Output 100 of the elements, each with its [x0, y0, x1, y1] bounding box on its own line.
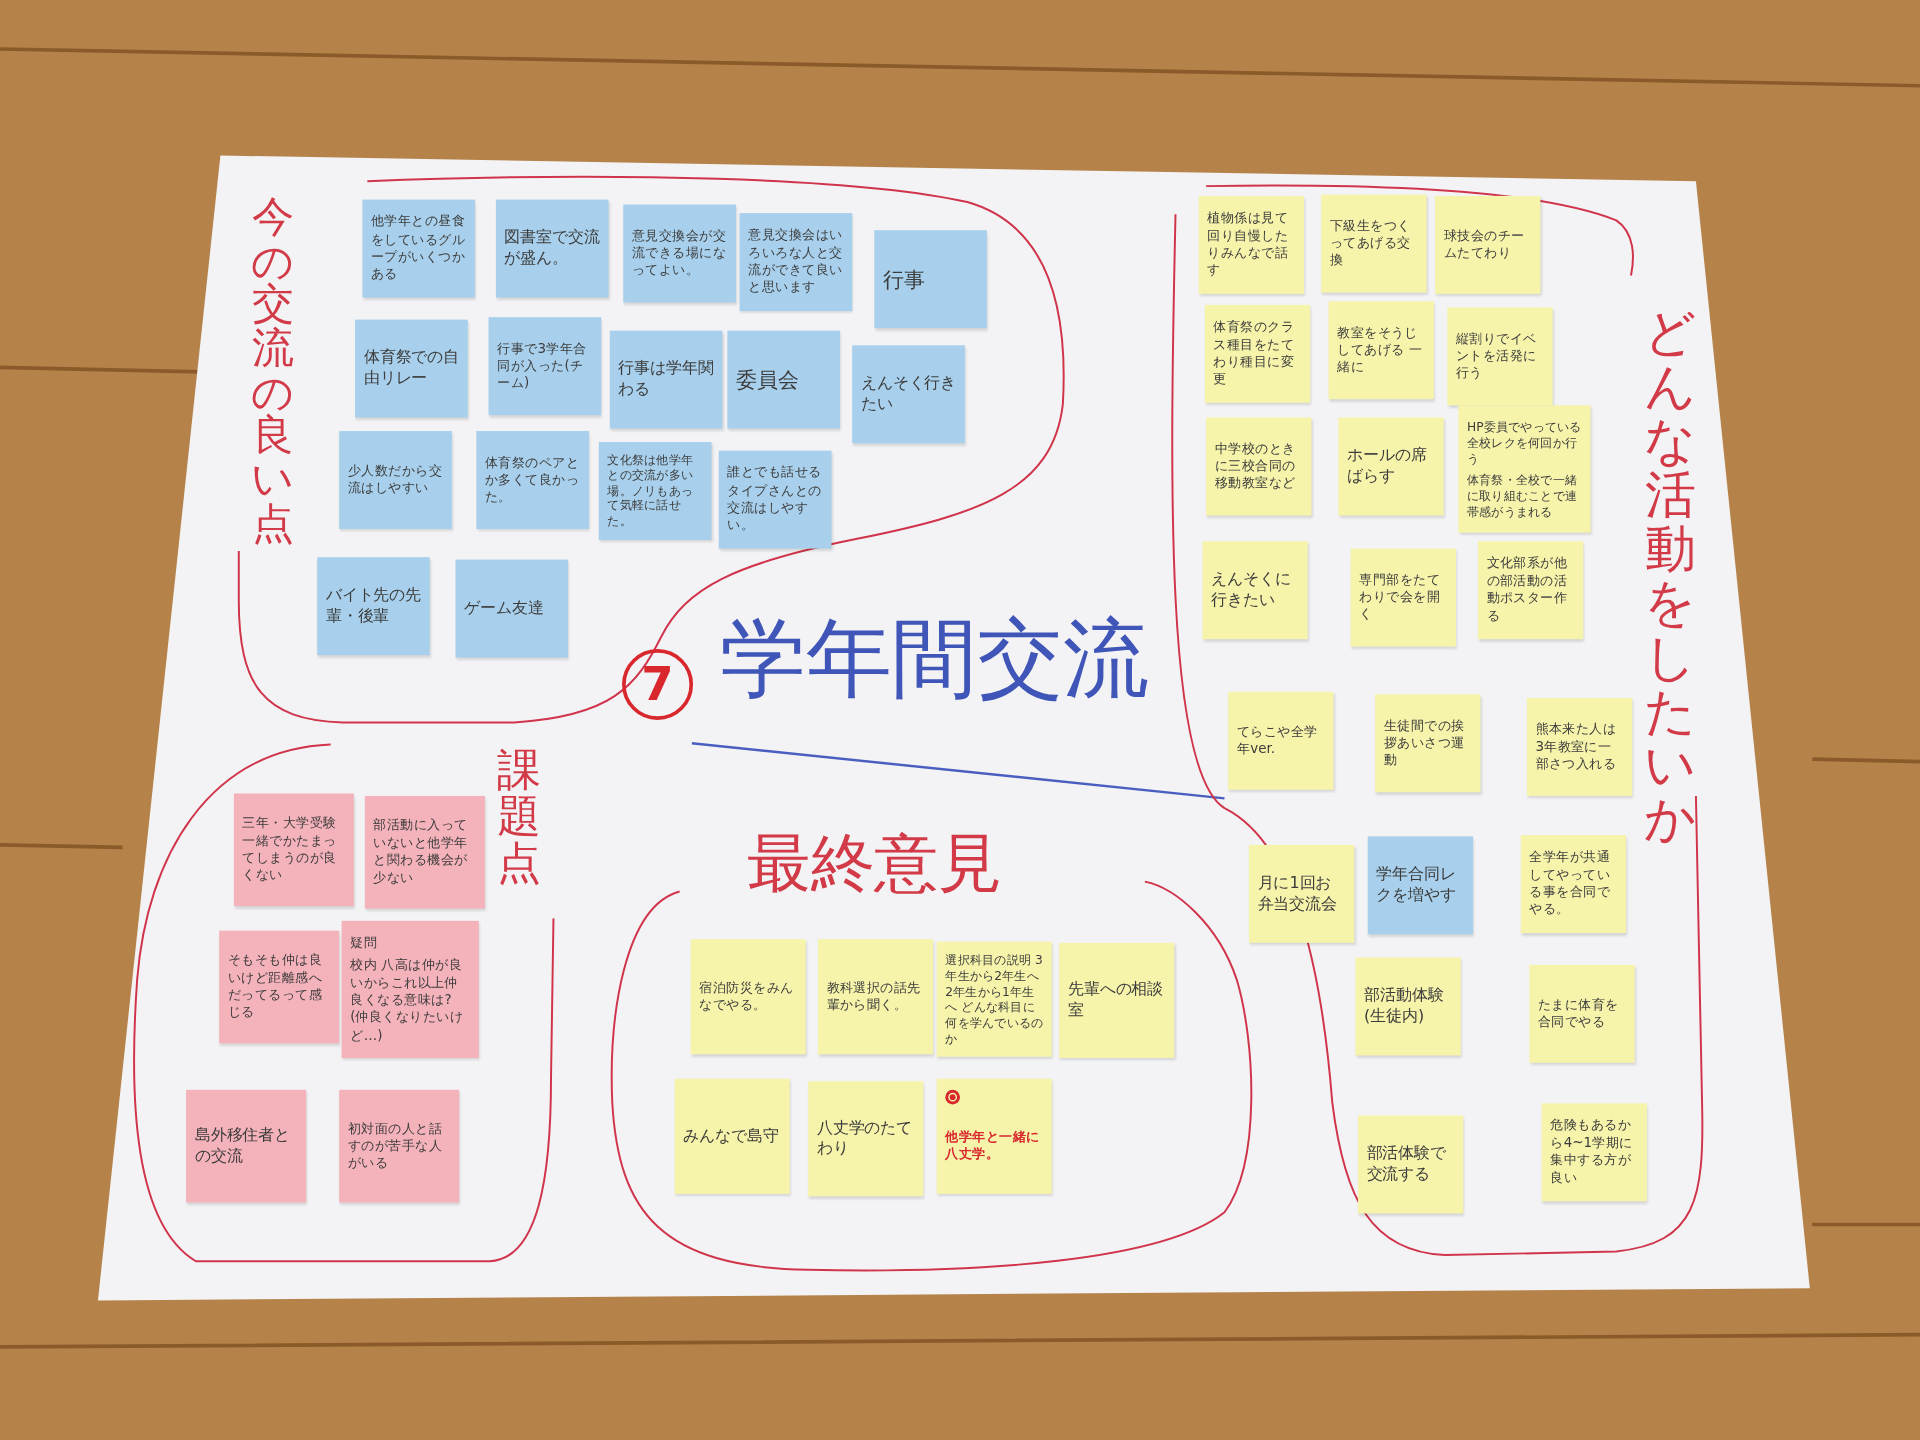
handwritten-text: 行事は学年関わる: [618, 358, 714, 400]
handwritten-text: 部活動体験(生徒内): [1364, 985, 1445, 1027]
sticky-note: [1447, 307, 1553, 406]
handwritten-text: 熊本来た人は3年教室に一部さつ入れる: [1535, 720, 1618, 774]
sticky-note: [355, 319, 468, 418]
handwritten-text: 部活動に入っていないと他学年と関わる機会が少ない: [373, 817, 469, 888]
handwritten-text: 誰とでも話せるタイプさんとの交流はしやすい。: [727, 464, 823, 535]
sticky-note: [1367, 836, 1474, 935]
handwritten-text: てらこや全学年ver.: [1236, 723, 1319, 759]
handwritten-text: 専門部をたてわりで会を開く: [1359, 571, 1441, 624]
sticky-note: [219, 930, 340, 1044]
handwritten-text: 図書室で交流が盛ん。: [504, 227, 600, 269]
sticky-note: [1204, 304, 1311, 403]
sticky-note: [1198, 195, 1305, 294]
handwritten-text: えんそく行きたい: [860, 373, 957, 415]
handwritten-text: 体育祭での自由リレー: [363, 347, 460, 389]
sticky-note: [1321, 194, 1427, 293]
handwritten-text: 危険もあるから4~1学期に集中する方が良い: [1550, 1117, 1634, 1188]
handwritten-text: バイト先の先輩・後輩: [325, 585, 422, 627]
sticky-note: [1526, 697, 1633, 796]
handwritten-text: HP委員でやっている全校レクを何回か行う: [1466, 419, 1583, 467]
sticky-note: [488, 317, 602, 416]
handwritten-text: 初対面の人と話すのが苦手な人がいる: [347, 1119, 444, 1173]
sticky-note: [936, 1078, 1052, 1194]
handwritten-text: 全学年が共通してやっている事を合同でやる。: [1529, 849, 1612, 920]
sticky-note: [1375, 694, 1481, 793]
handwritten-text: 意見交換会はいろいろな人と交流ができて良いと思います: [748, 227, 844, 298]
sticky-note: [674, 1078, 790, 1194]
circled-number: 7: [622, 649, 694, 720]
sticky-note: [1249, 844, 1355, 943]
handwritten-text: 八丈学のたてわり: [816, 1118, 914, 1160]
sticky-note: [1059, 942, 1175, 1058]
handwritten-text: 月に1回お弁当交流会: [1257, 873, 1339, 915]
handwritten-text: 先輩への相談室: [1067, 979, 1165, 1021]
handwritten-text: 選択科目の説明 3年生から2年生へ 2年生から1年生へ どんな科目に何を学んでいるのか: [945, 951, 1044, 1047]
handwritten-text: 体育祭・全校で一緒に取り組むことで連帯感がうまれる: [1466, 471, 1579, 520]
handwritten-text: 縦割りでイベントを活発に行う: [1455, 330, 1538, 383]
handwritten-text: ゲーム友達: [464, 598, 545, 619]
handwritten-text: ホールの席ばらす: [1346, 445, 1428, 487]
sticky-note: [739, 213, 853, 311]
sticky-note: [364, 795, 485, 909]
handwritten-text: 疑問: [350, 934, 379, 952]
handwritten-text: 意見交換会が交流できる場になってよい。: [631, 227, 728, 280]
sticky-note: [1338, 417, 1444, 516]
sticky-note: [1350, 548, 1456, 647]
sticky-note: [623, 204, 736, 303]
sticky-note: [1355, 957, 1461, 1056]
sticky-note: [1529, 964, 1635, 1063]
sticky-note: [1541, 1103, 1647, 1202]
sticky-note: [317, 557, 430, 656]
handwritten-text: えんそくに行きたい: [1211, 569, 1292, 611]
handwritten-text: 三年・大学受験一緒でかたまってしまうのが良くない: [242, 814, 338, 885]
sticky-note: [341, 920, 479, 1058]
handwritten-text: そもそも仲は良いけど距離感へだってるって感じる: [227, 951, 324, 1022]
sticky-note: [727, 330, 840, 429]
handwritten-text: 文化部系が他の部活動の活動ポスター作る: [1486, 555, 1569, 626]
sticky-note: [1328, 301, 1434, 400]
handwritten-text: 少人数だから交流はしやすい: [347, 462, 444, 498]
handwritten-text: 教室をそうじしてあげる 一緒に: [1337, 323, 1424, 377]
sticky-note: [362, 199, 476, 298]
sticky-note: [718, 450, 832, 549]
handwritten-text: 他学年との昼食をしているグループがいくつかある: [371, 213, 467, 284]
sticky-note: [936, 941, 1052, 1057]
sticky-note: [1357, 1115, 1464, 1214]
sticky-note: [874, 230, 987, 329]
handwritten-text: 学年合同レクを増やす: [1376, 864, 1457, 906]
handwritten-text: 教科選択の話先輩から聞く。: [826, 979, 922, 1015]
sticky-note: [1520, 835, 1627, 934]
handwritten-text: 生徒間での挨拶あいさつ運動: [1383, 717, 1466, 770]
sticky-note: [1206, 417, 1312, 516]
section-heading: どんな活動をしたいか: [1643, 306, 1698, 847]
sticky-note: [808, 1081, 924, 1197]
handwritten-text: 行事で3学年合同が入った(チーム): [497, 339, 588, 393]
sticky-note: [339, 431, 452, 529]
sticky-note: [1477, 541, 1584, 640]
sticky-note: [233, 793, 354, 907]
handwritten-text: 下級生をつくってあげる交換: [1329, 217, 1412, 270]
sticky-note: [455, 559, 569, 658]
sticky-note: [690, 939, 806, 1055]
handwritten-text: 島外移住者との交流: [194, 1125, 292, 1167]
sticky-note: [186, 1089, 307, 1203]
handwritten-text: 体育祭のクラス種目をたてわり種目に変更: [1213, 318, 1296, 389]
sticky-note: [1228, 691, 1334, 790]
handwritten-text: 部活体験で交流する: [1366, 1143, 1448, 1185]
handwritten-text: 植物係は見て回り自慢したりみんなで話す: [1207, 209, 1290, 280]
handwritten-text: 他学年と一緒に八丈学。: [945, 1128, 1041, 1164]
sticky-note: [339, 1089, 460, 1203]
handwritten-text: 球技会のチームたてわり: [1443, 227, 1526, 263]
section-heading: 課題点: [496, 746, 543, 886]
handwritten-text: 行事: [882, 265, 926, 293]
section-heading: 今の交流の良い点: [251, 195, 295, 546]
handwritten-text: 文化祭は他学年との交流が多い場。ノリもあって気軽に話せた。: [607, 453, 695, 529]
handwritten-text: 校内 八高は仲が良いからこれ以上仲良くなる意味は?(仲良くなりたいけど…): [350, 956, 465, 1045]
handwritten-text: 体育祭のペアとか多くて良かった。: [484, 453, 581, 507]
sticky-note: [852, 345, 965, 444]
sticky-note: [495, 199, 609, 298]
section-heading: 最終意見: [746, 830, 1002, 898]
handwritten-text: たまに体育を合同でやる: [1537, 996, 1620, 1032]
sticky-note: [476, 431, 589, 529]
sticky-note: [1435, 195, 1541, 294]
